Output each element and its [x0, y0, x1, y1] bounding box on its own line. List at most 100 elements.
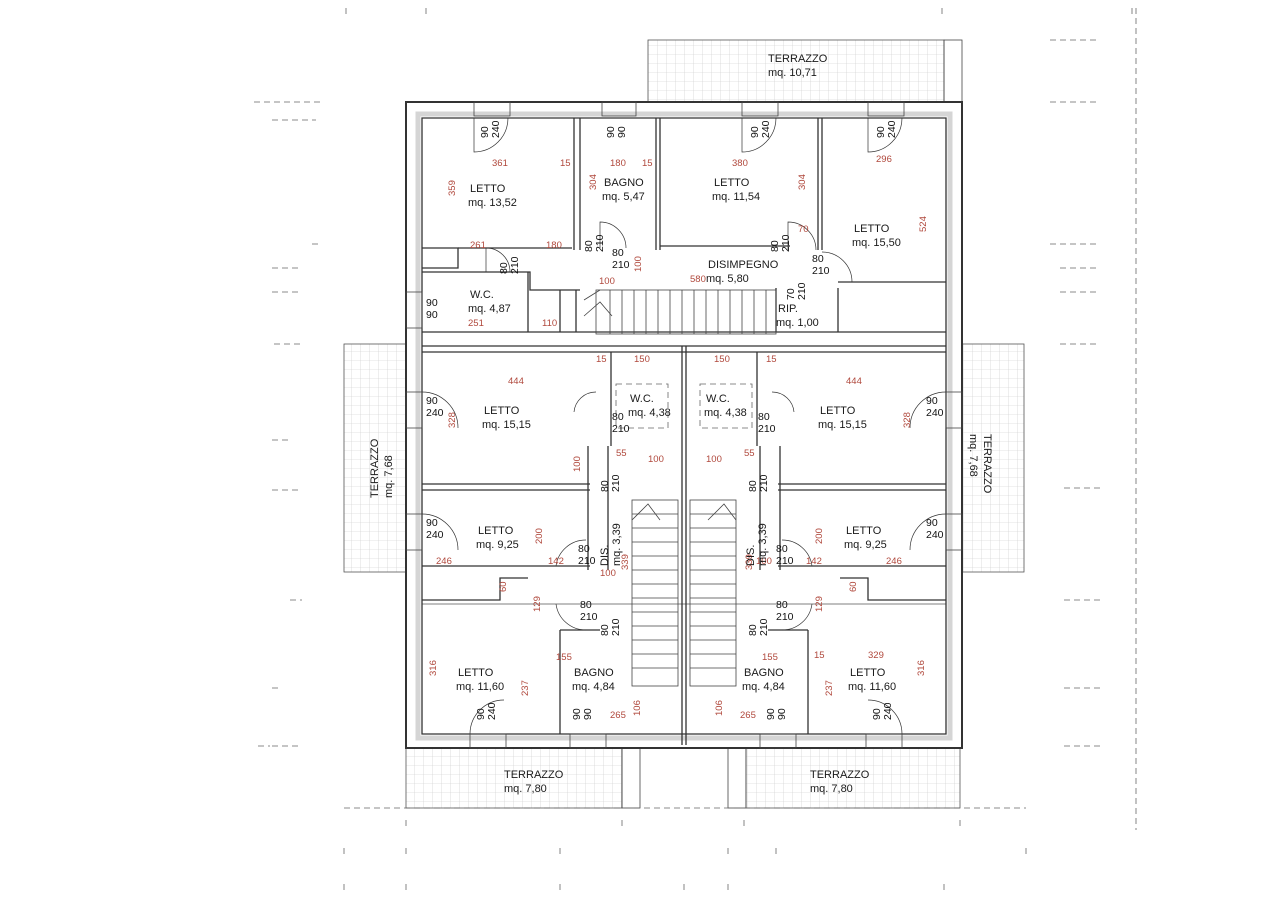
opening-width: 80	[612, 411, 624, 423]
opening-height: 240	[886, 120, 898, 138]
room-name-bagno-w: BAGNO	[574, 667, 614, 679]
opening-height: 240	[926, 529, 944, 541]
room-name-wc-c2: W.C.	[706, 393, 730, 405]
room-name-disimpegno: DISIMPEGNO	[708, 259, 779, 271]
terrace-south-east	[745, 747, 961, 809]
dimension-label: 15	[560, 158, 571, 169]
dimension-label: 15	[596, 354, 607, 365]
dimension-label: 265	[610, 710, 626, 721]
opening-height: 240	[486, 702, 498, 720]
opening-height: 90	[616, 126, 628, 138]
terrace-north-name: TERRAZZO	[768, 53, 828, 65]
opening-height: 240	[426, 529, 444, 541]
opening-width: 80	[747, 624, 759, 636]
terrace-west	[343, 343, 407, 573]
room-area-letto-e3: mq. 11,60	[848, 681, 896, 693]
room-area-wc-c1: mq. 4,38	[628, 407, 671, 419]
opening-height: 240	[882, 702, 894, 720]
opening-width: 80	[578, 543, 590, 555]
opening-height: 210	[594, 234, 606, 252]
terrace-east	[961, 343, 1025, 573]
dimension-label: 106	[632, 700, 643, 716]
opening-height: 240	[426, 407, 444, 419]
dimension-label: 155	[762, 652, 778, 663]
dimension-label: 106	[714, 700, 725, 716]
dimension-label: 15	[766, 354, 777, 365]
room-name-letto-n: LETTO	[714, 177, 750, 189]
dimension-label: 155	[556, 652, 572, 663]
opening-height: 90	[776, 708, 788, 720]
dimension-label: 361	[492, 158, 508, 169]
dimension-label: 100	[706, 454, 722, 465]
dimension-label: 265	[740, 710, 756, 721]
opening-height: 240	[926, 407, 944, 419]
dimension-label: 100	[633, 256, 644, 272]
room-name-wc-c1: W.C.	[630, 393, 654, 405]
opening-height: 210	[509, 256, 521, 274]
opening-height: 210	[780, 234, 792, 252]
terrace-east-name: TERRAZZO	[981, 434, 993, 494]
opening-height: 210	[758, 618, 770, 636]
opening-width: 80	[776, 599, 788, 611]
room-name-bagno-e: BAGNO	[744, 667, 784, 679]
dimension-label: 329	[868, 650, 884, 661]
dis-right-name: DIS.	[745, 545, 757, 566]
opening-width: 90	[926, 395, 938, 407]
opening-height: 210	[612, 423, 630, 435]
dimension-label: 100	[756, 556, 772, 567]
room-area-bagno-e: mq. 4,84	[742, 681, 785, 693]
staircase-east	[689, 499, 737, 687]
room-name-letto-w1: LETTO	[484, 405, 520, 417]
opening-width: 80	[812, 253, 824, 265]
dimension-label: 15	[814, 650, 825, 661]
room-name-letto-e2: LETTO	[846, 525, 882, 537]
terrace-north	[647, 39, 945, 103]
opening-width: 90	[926, 517, 938, 529]
room-area-wc-c2: mq. 4,38	[704, 407, 747, 419]
dimension-label: 150	[634, 354, 650, 365]
opening-width: 90	[426, 297, 438, 309]
room-area-disimpegno: mq. 5,80	[706, 273, 749, 285]
opening-height: 240	[490, 120, 502, 138]
opening-width: 90	[426, 395, 438, 407]
opening-height: 210	[758, 474, 770, 492]
room-area-bagno-w: mq. 4,84	[572, 681, 615, 693]
terrace-south-west	[405, 747, 623, 809]
dimension-label: 129	[532, 596, 543, 612]
terrace-south-west-area: mq. 7,80	[504, 783, 547, 795]
opening-height: 210	[776, 555, 794, 567]
dimension-label: 110	[542, 318, 557, 329]
dimension-label: 200	[814, 528, 825, 544]
dimension-label: 100	[599, 276, 615, 287]
terrace-north-area: mq. 10,71	[768, 67, 817, 79]
opening-height: 210	[610, 618, 622, 636]
room-area-letto-e2: mq. 9,25	[844, 539, 887, 551]
opening-width: 90	[479, 126, 491, 138]
room-area-letto-e1: mq. 15,15	[818, 419, 867, 431]
dimension-label: 261	[470, 240, 486, 251]
opening-height: 90	[426, 309, 438, 321]
opening-width: 80	[498, 262, 510, 274]
dimension-label: 524	[918, 216, 929, 232]
opening-height: 210	[610, 474, 622, 492]
dimension-label: 328	[447, 412, 458, 428]
dimension-label: 129	[814, 596, 825, 612]
